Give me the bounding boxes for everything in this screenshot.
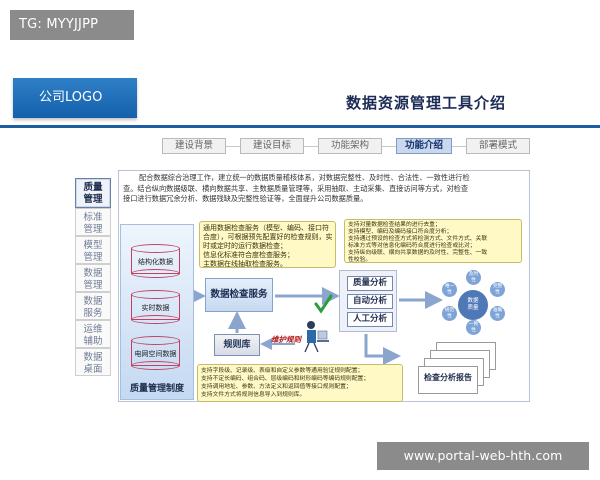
check-service-callout: 通用数据检查服务（模型、编码、接口符 合度），可根据预先配置好的检查规则，实 时…	[199, 221, 336, 268]
side-tab-line: 管理	[83, 224, 103, 235]
tab-goals[interactable]: 建设目标	[240, 138, 304, 154]
side-tab-model[interactable]: 模型 管理	[75, 236, 111, 264]
sat-line: 性	[447, 289, 452, 295]
database-label: 结构化数据	[138, 258, 173, 266]
quality-dimension: 准确 性	[490, 306, 505, 321]
callout-line: 支持调用地址、参数、方法定义和返回值等接口规则配置；	[201, 384, 352, 390]
rule-library-callout: 支持字段级、记录级、表级和自定义参数等通用验证规则配置； 支持不定长编码、组合码…	[197, 364, 403, 402]
tab-deployment[interactable]: 部署模式	[466, 138, 530, 154]
report-sheet	[418, 366, 478, 394]
intro-paragraph: 配合数据综合治理工作，建立统一的数据质量稽核体系，对数据完整性、及时性、合法性、…	[123, 173, 525, 205]
callout-line: 性校验。	[348, 257, 372, 263]
side-tab-data-mgmt[interactable]: 数据 管理	[75, 264, 111, 292]
side-tab-line: 管理	[83, 280, 103, 291]
sat-line: 完整	[492, 284, 503, 289]
sat-line: 性	[495, 313, 500, 319]
side-tab-line: 管理	[83, 252, 103, 263]
callout-line: 支持模型、编码及编码接口符合度分析；	[348, 229, 453, 235]
maintain-rule-label: 维护规则	[271, 335, 301, 344]
sat-line: 规范	[444, 308, 455, 313]
analysis-callout: 支持对量数据检查结果的进行去重； 支持模型、编码及编码接口符合度分析； 支持通过…	[344, 219, 522, 263]
sat-line: 一致	[468, 322, 479, 327]
quality-dimension: 完整 性	[490, 282, 505, 297]
side-tab-line: 质量	[83, 182, 103, 193]
quality-management-box	[120, 224, 194, 400]
callout-line: 通用数据检查服务（模型、编码、接口符	[203, 224, 329, 232]
company-logo: 公司LOGO	[13, 78, 137, 118]
quality-analysis: 质量分析	[347, 276, 393, 291]
manual-analysis: 人工分析	[347, 312, 393, 327]
header-divider	[0, 125, 600, 128]
sat-line: 性	[447, 313, 452, 319]
callout-line: 主数据在线抽取检查服务。	[203, 260, 287, 268]
side-tab-quality[interactable]: 质量 管理	[75, 178, 111, 208]
data-check-service: 数据检查服务	[205, 278, 273, 312]
tab-architecture[interactable]: 功能架构	[318, 138, 382, 154]
sat-line: 唯一	[444, 284, 455, 289]
side-tab-line: 数据	[83, 296, 103, 307]
hub-line: 数据	[467, 298, 479, 304]
side-tab-line: 服务	[83, 308, 103, 319]
side-tab-line: 辅助	[83, 336, 103, 347]
side-tab-line: 标准	[83, 212, 103, 223]
database-realtime: 实时数据	[131, 290, 180, 324]
database-structured: 结构化数据	[131, 244, 180, 278]
side-tab-line: 桌面	[83, 364, 103, 375]
callout-line: 时或定时的运行数据检查；	[203, 242, 287, 250]
side-tab-standard[interactable]: 标准 管理	[75, 208, 111, 236]
tab-features[interactable]: 功能介绍	[396, 138, 452, 154]
side-tab-ops[interactable]: 运维 辅助	[75, 320, 111, 348]
quality-dimension: 规范 性	[442, 306, 457, 321]
page-title: 数据资源管理工具介绍	[346, 94, 507, 112]
quality-dimension: 唯一 性	[442, 282, 457, 297]
hub-line: 质量	[467, 305, 479, 311]
management-system-label: 质量管理制度	[129, 384, 184, 394]
database-label: 实时数据	[141, 304, 170, 312]
callout-line: 支持字段级、记录级、表级和自定义参数等通用验证规则配置；	[201, 368, 364, 374]
tab-background[interactable]: 建设背景	[162, 138, 226, 154]
callout-line: 支持对量数据检查结果的进行去重；	[348, 222, 441, 228]
side-tab-line: 数据	[83, 268, 103, 279]
side-tab-data-service[interactable]: 数据 服务	[75, 292, 111, 320]
sat-line: 性	[471, 327, 476, 333]
url-watermark: www.portal-web-hth.com	[377, 442, 589, 470]
analysis-report-label: 检查分析报告	[424, 373, 472, 382]
rule-library: 规则库	[214, 334, 260, 356]
auto-analysis: 自动分析	[347, 294, 393, 309]
sat-line: 性	[471, 277, 476, 283]
callout-line: 支持文件方式将规则信息导入到规则库。	[201, 392, 306, 398]
callout-line: 标准方式等对信息化编码符合度进行检查或比对；	[348, 243, 476, 249]
side-tab-line: 模型	[83, 240, 103, 251]
quality-dimension: 及时 性	[466, 270, 481, 285]
data-quality-hub: 数据 质量	[458, 290, 488, 320]
callout-line: 合度），可根据预先配置好的检查规则，实	[203, 233, 333, 241]
callout-line: 支持纵向级联、横向共享数据的及时性、完整性、一致	[348, 250, 488, 256]
sat-line: 性	[495, 289, 500, 295]
callout-line: 信息化标准符合度检查服务；	[203, 251, 294, 259]
side-tab-line: 数据	[83, 352, 103, 363]
tg-watermark: TG: MYYJJPP	[10, 10, 134, 40]
database-label: 电网空间数据	[134, 350, 177, 358]
intro-line: 查。结合纵向数据级联、横向数据共享、主数据质量管理等，采用抽取、主动采集、直接访…	[123, 183, 469, 193]
intro-line: 配合数据综合治理工作，建立统一的数据质量稽核体系，对数据完整性、及时性、合法性、…	[139, 173, 470, 182]
quality-dimension: 一致 性	[466, 320, 481, 335]
database-spatial: 电网空间数据	[131, 336, 180, 370]
side-tab-line: 运维	[83, 324, 103, 335]
side-tab-line: 管理	[83, 194, 103, 205]
callout-line: 支持不定长编码、组合码、层级编码和树形编码等编码规则配置；	[201, 376, 370, 382]
intro-line: 接口进行数据冗余分析、数据残缺及完整性验证等，全面提升公司数据质量。	[123, 194, 368, 203]
sat-line: 准确	[492, 308, 503, 313]
callout-line: 支持通过预设的检查方式将检测方式、文件方式、关联	[348, 236, 488, 242]
side-tab-desktop[interactable]: 数据 桌面	[75, 348, 111, 376]
sat-line: 及时	[468, 272, 479, 277]
